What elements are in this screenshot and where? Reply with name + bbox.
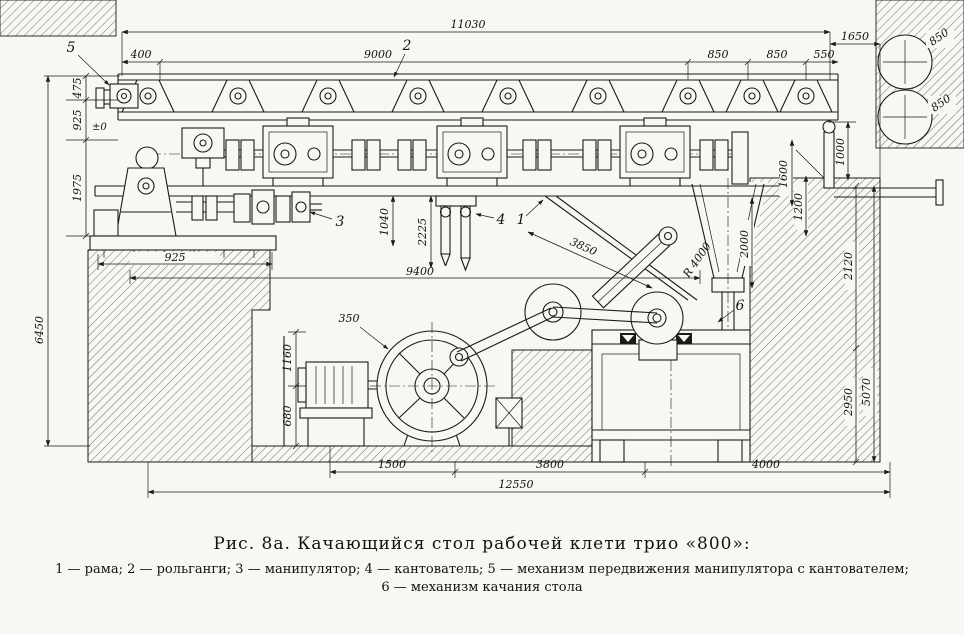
dim-1600: 1600 bbox=[777, 160, 790, 188]
dim-1160: 1160 bbox=[281, 344, 294, 372]
dim-11030: 11030 bbox=[451, 18, 486, 31]
figure-legend-line2: 6 — механизм качания стола bbox=[381, 580, 583, 595]
tilter bbox=[435, 195, 477, 272]
shaft-drive-unit bbox=[181, 127, 225, 186]
oscillating-drive bbox=[283, 322, 523, 452]
lever-rail bbox=[795, 120, 944, 206]
gearbox-3 bbox=[619, 117, 691, 186]
dim-925-level: 925 bbox=[71, 110, 84, 131]
dim-925-mid: 925 bbox=[165, 251, 186, 264]
travel-carriage bbox=[95, 83, 139, 109]
dim-1000: 1000 bbox=[834, 138, 847, 166]
figure-caption: Рис. 8а. Качающийся стол рабочей клети т… bbox=[213, 534, 751, 554]
dim-3800: 3800 bbox=[536, 458, 564, 471]
callout-1: 1 bbox=[517, 212, 526, 228]
gearbox-1 bbox=[262, 117, 334, 186]
gearbox-2 bbox=[436, 117, 508, 186]
manipulator-drive bbox=[89, 146, 322, 258]
dim-2000: 2000 bbox=[738, 230, 751, 259]
callout-6: 6 bbox=[736, 298, 745, 314]
crank-wheel bbox=[370, 322, 498, 452]
dim-475: 475 bbox=[71, 78, 84, 100]
dim-550: 550 bbox=[814, 48, 835, 61]
dim-6450: 6450 bbox=[33, 316, 46, 344]
figure-legend-line1: 1 — рама; 2 — рольганги; 3 — манипулятор… bbox=[55, 562, 909, 577]
manipulator-gear-cluster bbox=[233, 189, 322, 225]
callout-4: 4 bbox=[496, 212, 506, 228]
callout-leaders bbox=[77, 53, 735, 323]
callout-3: 3 bbox=[336, 214, 345, 230]
dim-9000: 9000 bbox=[364, 48, 392, 61]
motor bbox=[297, 361, 409, 447]
dim-5070: 5070 bbox=[860, 378, 873, 406]
dim-850-a: 850 bbox=[708, 48, 729, 61]
dim-680: 680 bbox=[281, 406, 294, 427]
roller-table bbox=[95, 73, 839, 121]
dim-1040: 1040 bbox=[378, 208, 391, 236]
slide-block bbox=[495, 397, 523, 446]
dim-1500: 1500 bbox=[378, 458, 406, 471]
callout-numbers: 5 2 3 4 1 6 bbox=[67, 38, 745, 314]
callout-5: 5 bbox=[67, 40, 76, 56]
dim-1975: 1975 bbox=[71, 174, 84, 202]
dim-2120: 2120 bbox=[842, 252, 855, 281]
dim-3850: 3850 bbox=[568, 235, 599, 258]
callout-2: 2 bbox=[402, 38, 412, 54]
dim-400: 400 bbox=[130, 48, 152, 61]
dim-2950: 2950 bbox=[842, 388, 855, 417]
dim-1200: 1200 bbox=[792, 193, 805, 221]
dim-9400: 9400 bbox=[406, 265, 434, 278]
mill-rolls bbox=[877, 34, 933, 145]
dim-4000: 4000 bbox=[751, 458, 780, 471]
dim-2225: 2225 bbox=[416, 218, 429, 247]
dim-850-b: 850 bbox=[767, 48, 788, 61]
dim-1650: 1650 bbox=[841, 30, 869, 43]
dim-350: 350 bbox=[339, 312, 360, 325]
dimension-lines bbox=[44, 29, 891, 498]
drive-line bbox=[150, 117, 749, 186]
dim-12550: 12550 bbox=[499, 478, 534, 491]
dim-pm0: ±0 bbox=[92, 122, 107, 133]
label-pads bbox=[130, 30, 956, 426]
